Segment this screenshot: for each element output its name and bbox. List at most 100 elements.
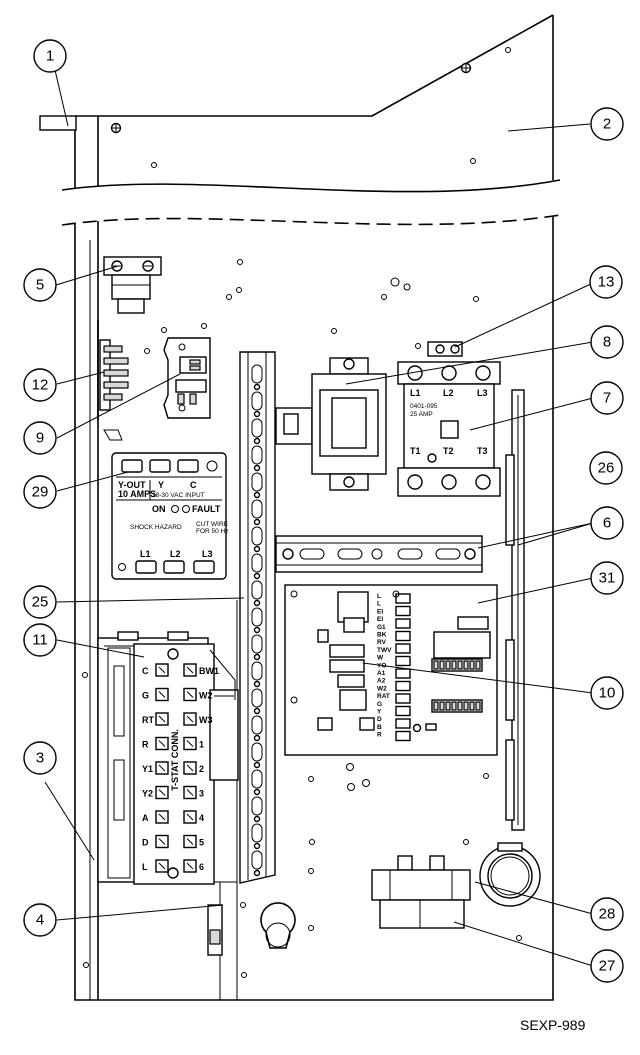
contactor-l2: L2	[443, 388, 454, 398]
terminal-label-right: 1	[199, 740, 204, 750]
callout-7: 7	[590, 381, 624, 415]
svg-text:11: 11	[32, 632, 48, 649]
breaker-fault: FAULT	[192, 504, 221, 514]
callout-12: 12	[23, 368, 57, 402]
break-lines	[61, 179, 561, 226]
callout-9: 9	[23, 421, 57, 455]
terminal-label-left: D	[142, 838, 149, 848]
terminal-label-left: C	[142, 666, 149, 676]
breaker-y: Y	[158, 480, 164, 490]
breaker-l1: L1	[140, 549, 151, 559]
callout-5: 5	[23, 268, 57, 302]
mounting-holes	[82, 47, 522, 978]
board-label: RAT	[377, 693, 390, 700]
board-label: A1	[377, 670, 386, 677]
svg-text:8: 8	[603, 334, 611, 351]
rail-item-6	[505, 389, 525, 831]
board-label: G	[377, 701, 382, 708]
contactor-t1: T1	[410, 446, 421, 456]
board-label: L	[377, 593, 381, 600]
board-label: W2	[377, 685, 387, 692]
board-label: Y	[377, 709, 382, 716]
breaker-y-out: Y-OUT	[118, 480, 146, 490]
terminal-label-right: 4	[199, 813, 204, 823]
terminal-label-right: 3	[199, 789, 204, 799]
terminal-label-left: Y2	[142, 789, 153, 799]
svg-text:28: 28	[599, 906, 616, 923]
board-label: G1	[377, 624, 386, 631]
svg-text:9: 9	[36, 430, 44, 447]
callout-25: 25	[23, 585, 57, 619]
terminal-label-left: Y1	[142, 764, 153, 774]
callout-11: 11	[23, 623, 57, 657]
knockout-hole	[260, 902, 296, 949]
contactor-item-7: L1 L2 L3 0401-095 25 AMP T1 T2 T3	[397, 361, 501, 497]
breaker-cut-wire: CUT WIRE	[196, 521, 229, 528]
svg-text:29: 29	[32, 484, 49, 501]
callout-10: 10	[590, 676, 624, 710]
board-label: A2	[377, 678, 386, 685]
terminal-label-left: R	[142, 740, 149, 750]
board-label: TWV	[377, 647, 392, 654]
breaker-l2: L2	[170, 549, 181, 559]
svg-text:3: 3	[36, 750, 44, 767]
rail-item-26	[275, 535, 483, 573]
transformer-item-8	[275, 357, 387, 491]
terminal-label-right: 2	[199, 764, 204, 774]
board-label: D	[377, 716, 382, 723]
svg-text:2: 2	[603, 116, 611, 133]
breaker-vac-input: 18-30 VAC INPUT	[152, 492, 205, 499]
svg-text:4: 4	[36, 912, 44, 929]
terminal-label-right: 5	[199, 838, 204, 848]
leader-lines	[44, 69, 594, 967]
terminal-label-left: L	[142, 862, 148, 872]
ground-lug-item-13	[427, 341, 463, 357]
splice-block-item-27	[371, 855, 471, 929]
breaker-module-item-29: Y-OUT 10 AMPS Y C 18-30 VAC INPUT ON FAU…	[111, 452, 229, 580]
callout-31: 31	[590, 561, 624, 595]
terminal-label-right: BW1	[199, 666, 219, 676]
breaker-for-hz: FOR 50 Hz	[196, 528, 229, 535]
callout-26: 26	[589, 451, 623, 485]
svg-text:31: 31	[599, 570, 616, 587]
board-label: L	[377, 601, 381, 608]
terminal-label-right: W2	[199, 691, 213, 701]
breaker-c: C	[190, 480, 197, 490]
terminal-label-left: A	[142, 813, 149, 823]
svg-text:1: 1	[46, 48, 54, 65]
terminal-label-left: G	[142, 691, 149, 701]
terminal-label-right: W3	[199, 715, 213, 725]
relay-item-9	[163, 337, 211, 419]
bracket-item-4	[207, 904, 223, 956]
contactor-amp: 25 AMP	[410, 411, 433, 418]
svg-text:12: 12	[32, 377, 49, 394]
callout-13: 13	[589, 265, 623, 299]
breaker-l3: L3	[202, 549, 213, 559]
svg-text:5: 5	[36, 277, 44, 294]
svg-text:25: 25	[32, 594, 49, 611]
callout-3: 3	[23, 741, 57, 775]
svg-text:7: 7	[603, 390, 611, 407]
breaker-on: ON	[152, 504, 166, 514]
callout-27: 27	[590, 949, 624, 983]
terminal-label-left: RT	[142, 715, 154, 725]
contactor-l1: L1	[410, 388, 421, 398]
contactor-l3: L3	[477, 388, 488, 398]
terminal-strip-title: T-STAT CONN.	[170, 729, 180, 791]
contactor-part: 0401-095	[410, 403, 438, 410]
svg-text:26: 26	[598, 460, 615, 477]
contactor-t3: T3	[477, 446, 488, 456]
drawing-code: SEXP-989	[520, 1017, 586, 1033]
board-label: BK	[377, 632, 387, 639]
board-label: W	[377, 655, 384, 662]
terminals-item-12	[97, 320, 129, 441]
board-label: RV	[377, 639, 387, 646]
channel-item-25	[239, 351, 276, 884]
breaker-amps: 10 AMPS	[118, 489, 156, 499]
callout-8: 8	[590, 325, 624, 359]
callout-28: 28	[590, 897, 624, 931]
callout-2: 2	[590, 107, 624, 141]
